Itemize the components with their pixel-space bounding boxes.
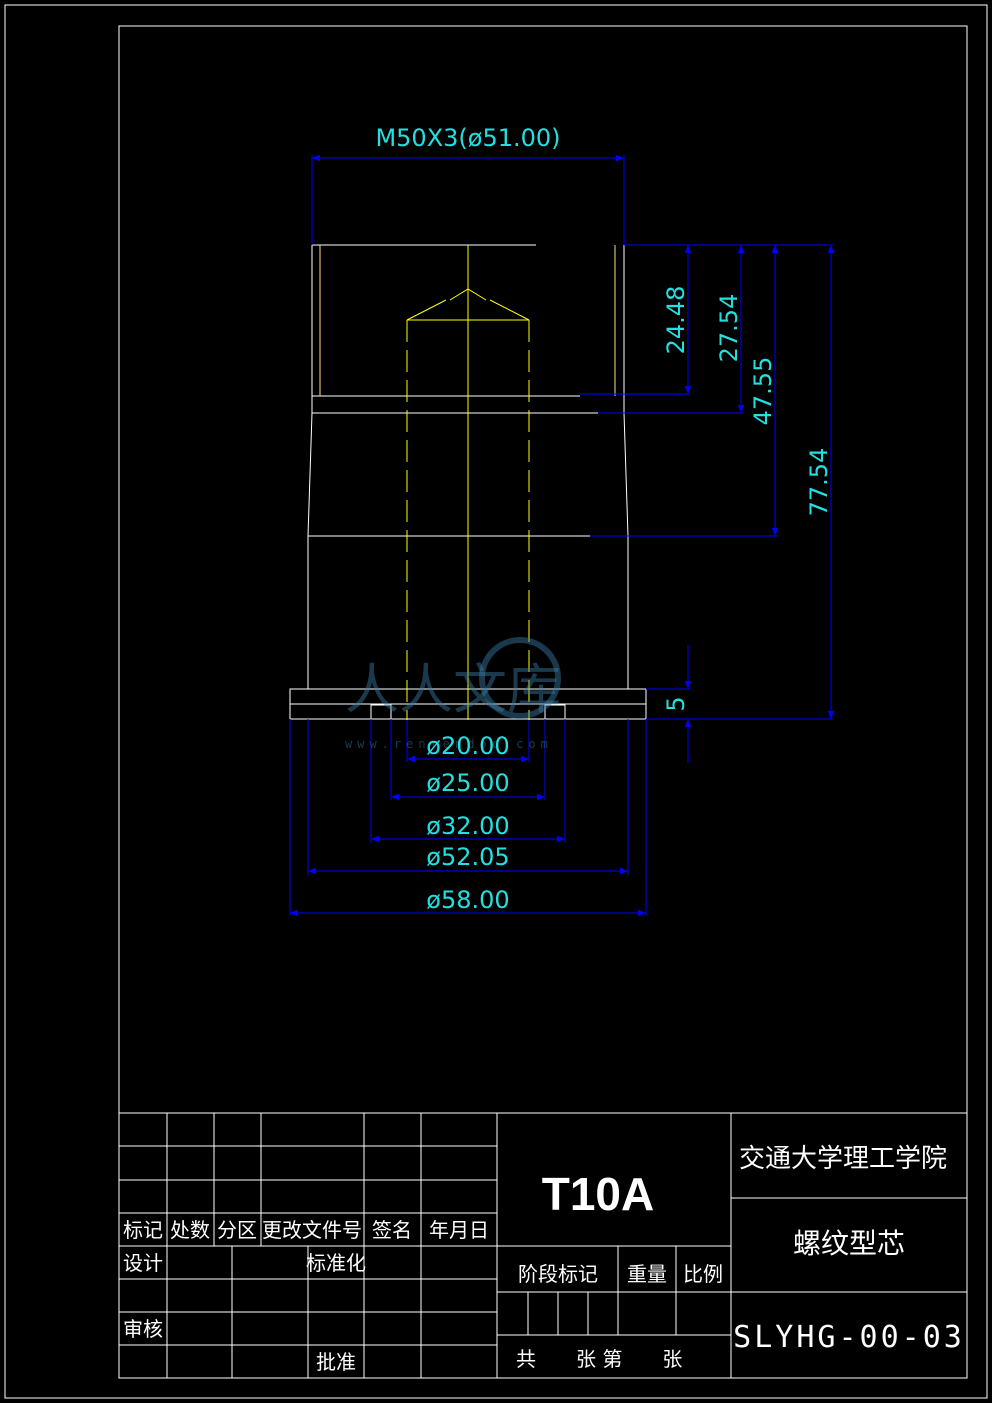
inner-frame xyxy=(118,25,968,1379)
label-scale: 比例 xyxy=(683,1262,723,1286)
label-design: 设计 xyxy=(123,1251,163,1275)
dim-thread: M50X3(ø51.00) xyxy=(375,124,560,152)
school-name: 交通大学理工学院 xyxy=(739,1144,947,1174)
dim-dia-52: ø52.05 xyxy=(426,843,509,871)
dim-47-55: 47.55 xyxy=(749,357,777,426)
header-count: 处数 xyxy=(170,1218,210,1242)
dim-5: 5 xyxy=(662,696,690,711)
watermark-logo-icon xyxy=(479,637,561,719)
header-zone: 分区 xyxy=(217,1218,257,1242)
label-sheets: 共 张 第 张 xyxy=(516,1347,682,1371)
label-standard: 标准化 xyxy=(306,1251,366,1275)
header-date: 年月日 xyxy=(429,1218,489,1242)
dim-dia-20: ø20.00 xyxy=(426,732,509,760)
label-stage-mark: 阶段标记 xyxy=(518,1262,598,1286)
header-change-doc: 更改文件号 xyxy=(262,1218,362,1242)
outer-frame xyxy=(4,4,988,1399)
title-block-texts: 标记 处数 分区 更改文件号 签名 年月日 设计 标准化 审核 批准 T10A … xyxy=(123,1144,965,1374)
dim-dia-25: ø25.00 xyxy=(426,769,509,797)
watermark: 人人文库 www.renrendoc.com xyxy=(345,637,561,751)
material: T10A xyxy=(542,1168,654,1220)
header-mark: 标记 xyxy=(123,1218,163,1242)
dim-dia-58: ø58.00 xyxy=(426,886,509,914)
dim-24-48: 24.48 xyxy=(662,286,690,355)
dimension-texts: M50X3(ø51.00) 24.48 27.54 47.55 77.54 5 … xyxy=(375,124,833,914)
watermark-text: 人人文库 xyxy=(345,658,561,721)
part-name: 螺纹型芯 xyxy=(793,1227,905,1260)
label-approve: 批准 xyxy=(316,1350,356,1374)
dim-27-54: 27.54 xyxy=(715,294,743,363)
label-review: 审核 xyxy=(123,1317,163,1341)
label-weight: 重量 xyxy=(627,1262,667,1286)
title-block xyxy=(119,1112,967,1378)
dimension-lines xyxy=(289,154,835,917)
dim-77-54: 77.54 xyxy=(805,448,833,517)
drawing-number: SLYHG-00-03 xyxy=(733,1320,965,1355)
header-signature: 签名 xyxy=(372,1218,412,1242)
dim-dia-32: ø32.00 xyxy=(426,812,509,840)
watermark-url: www.renrendoc.com xyxy=(345,737,553,751)
